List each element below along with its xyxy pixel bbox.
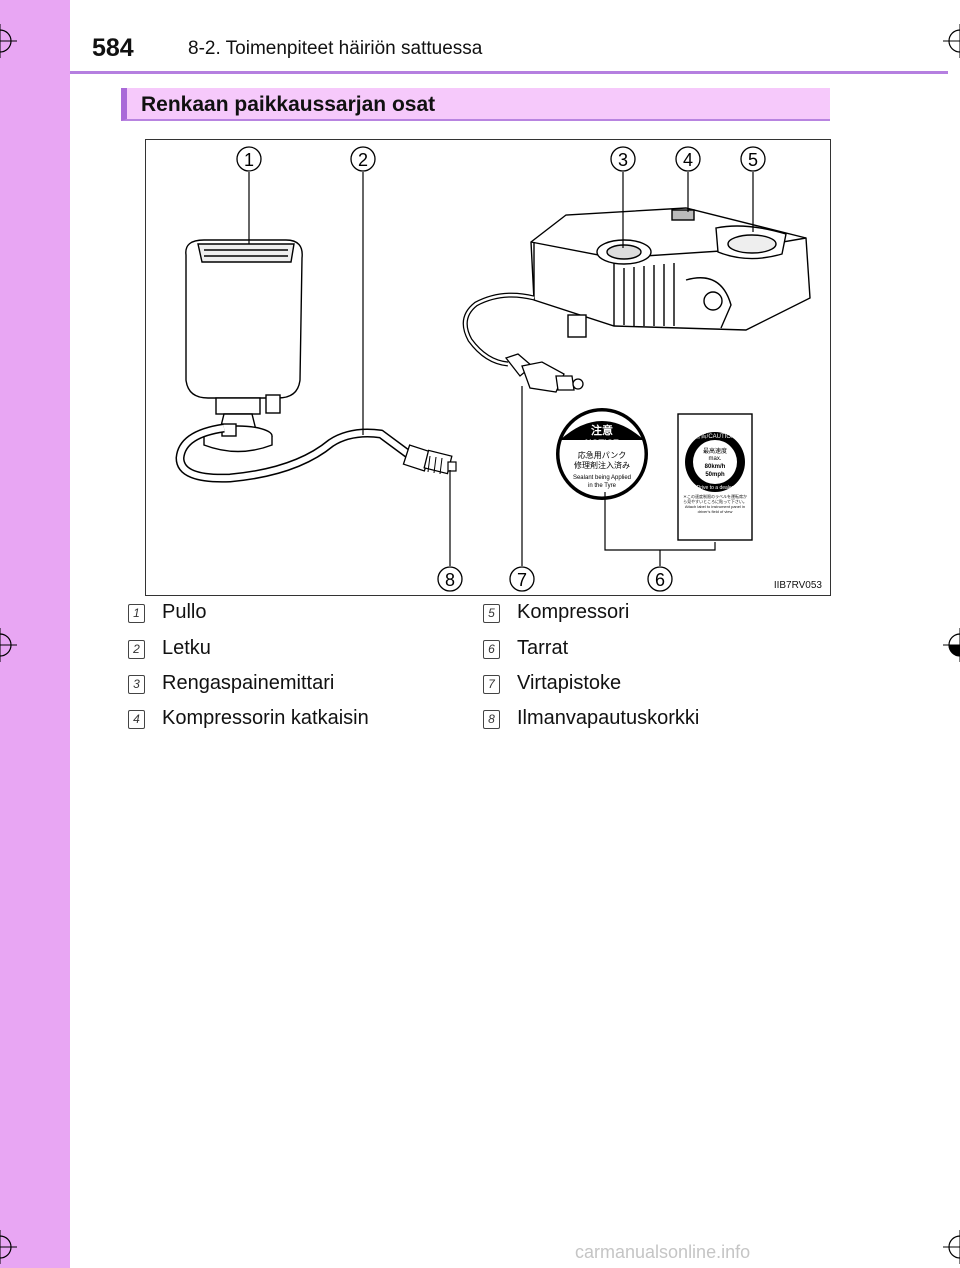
compressor-illustration — [530, 207, 811, 338]
callout-3: 3 — [610, 146, 636, 172]
side-color-strip — [0, 0, 70, 1268]
legend-label: Virtapistoke — [517, 672, 622, 694]
svg-text:1: 1 — [244, 150, 254, 170]
legend-number-badge: 1 — [128, 604, 145, 623]
notice-sticker-line1-en: Sealant being Applied — [573, 475, 631, 481]
section-heading: Renkaan paikkaussarjan osat — [121, 88, 830, 121]
section-path: 8-2. Toimenpiteet häiriön sattuessa — [188, 38, 483, 59]
svg-text:4: 4 — [683, 150, 693, 170]
figure-code: IIB7RV053 — [773, 580, 822, 591]
registration-mark-icon — [0, 1230, 17, 1264]
repair-kit-figure: 注意 NOTICE 応急用パンク 修理剤注入済み Sealant being A… — [145, 139, 831, 596]
registration-mark-icon — [0, 628, 17, 662]
legend-number-badge: 4 — [128, 710, 145, 729]
bottle-illustration — [185, 239, 303, 453]
registration-mark-icon — [0, 24, 17, 58]
page-number: 584 — [92, 34, 134, 62]
notice-sticker-line2-en: in the Tyre — [588, 483, 617, 489]
callout-1: 1 — [236, 146, 262, 172]
svg-text:3: 3 — [618, 150, 628, 170]
callout-7: 7 — [509, 566, 535, 592]
caution-sticker-mph: 50mph — [705, 472, 725, 478]
callout-8: 8 — [437, 566, 463, 592]
notice-sticker-title-en: NOTICE — [585, 438, 619, 448]
registration-mark-icon — [943, 24, 960, 58]
legend-number-badge: 5 — [483, 604, 500, 623]
svg-text:6: 6 — [655, 570, 665, 590]
callout-6: 6 — [647, 566, 673, 592]
legend-label: Rengaspainemittari — [162, 672, 335, 694]
header-rule — [70, 71, 948, 74]
notice-sticker-line1-jp: 応急用パンク — [578, 450, 626, 460]
watermark-logo: carmanualsonline.info — [575, 1242, 751, 1262]
caution-sticker-kmh: 80km/h — [705, 464, 726, 470]
caution-sticker-dealer: Drive to a dealer — [697, 485, 734, 491]
power-plug-illustration — [462, 292, 584, 393]
callout-2: 2 — [350, 146, 376, 172]
legend-number-badge: 3 — [128, 675, 145, 694]
legend-number-badge: 2 — [128, 640, 145, 659]
legend-number-badge: 6 — [483, 640, 500, 659]
legend-number-badge: 8 — [483, 710, 500, 729]
notice-sticker-line2-jp: 修理剤注入済み — [574, 460, 630, 470]
legend-number-badge: 7 — [483, 675, 500, 694]
caution-sticker-note-en: Attach label to instrument panel in driv… — [684, 504, 746, 514]
legend-label: Pullo — [162, 601, 207, 623]
notice-sticker: 注意 NOTICE 応急用パンク 修理剤注入済み Sealant being A… — [556, 408, 648, 500]
registration-mark-icon — [943, 1230, 960, 1264]
callout-5: 5 — [740, 146, 766, 172]
caution-sticker: 警告/CAUTION 最高速度 max. 80km/h 50mph Drive … — [677, 413, 753, 541]
legend-label: Kompressori — [517, 601, 630, 623]
repair-kit-illustration: 注意 NOTICE 応急用パンク 修理剤注入済み Sealant being A… — [175, 146, 811, 592]
legend-label: Letku — [162, 637, 211, 659]
legend-label: Tarrat — [517, 637, 569, 659]
section-heading-text: Renkaan paikkaussarjan osat — [141, 93, 436, 116]
legend-label: Ilmanvapautuskorkki — [517, 707, 700, 729]
legend-label: Kompressorin katkaisin — [162, 707, 369, 729]
svg-text:7: 7 — [517, 570, 527, 590]
svg-text:2: 2 — [358, 150, 368, 170]
hose-illustration — [175, 423, 457, 483]
svg-text:5: 5 — [748, 150, 758, 170]
caution-sticker-note-jp: ＊この速度制限のラベルを運転席から見やすいところに貼って下さい。 — [683, 494, 747, 504]
registration-mark-icon — [943, 628, 960, 662]
caution-sticker-speed-jp: 最高速度 — [703, 447, 727, 455]
notice-sticker-title-jp: 注意 — [591, 423, 613, 437]
caution-sticker-max: max. — [708, 456, 721, 462]
leader-lines — [248, 172, 754, 566]
svg-text:8: 8 — [445, 570, 455, 590]
caution-sticker-title: 警告/CAUTION — [695, 432, 736, 440]
callout-4: 4 — [675, 146, 701, 172]
